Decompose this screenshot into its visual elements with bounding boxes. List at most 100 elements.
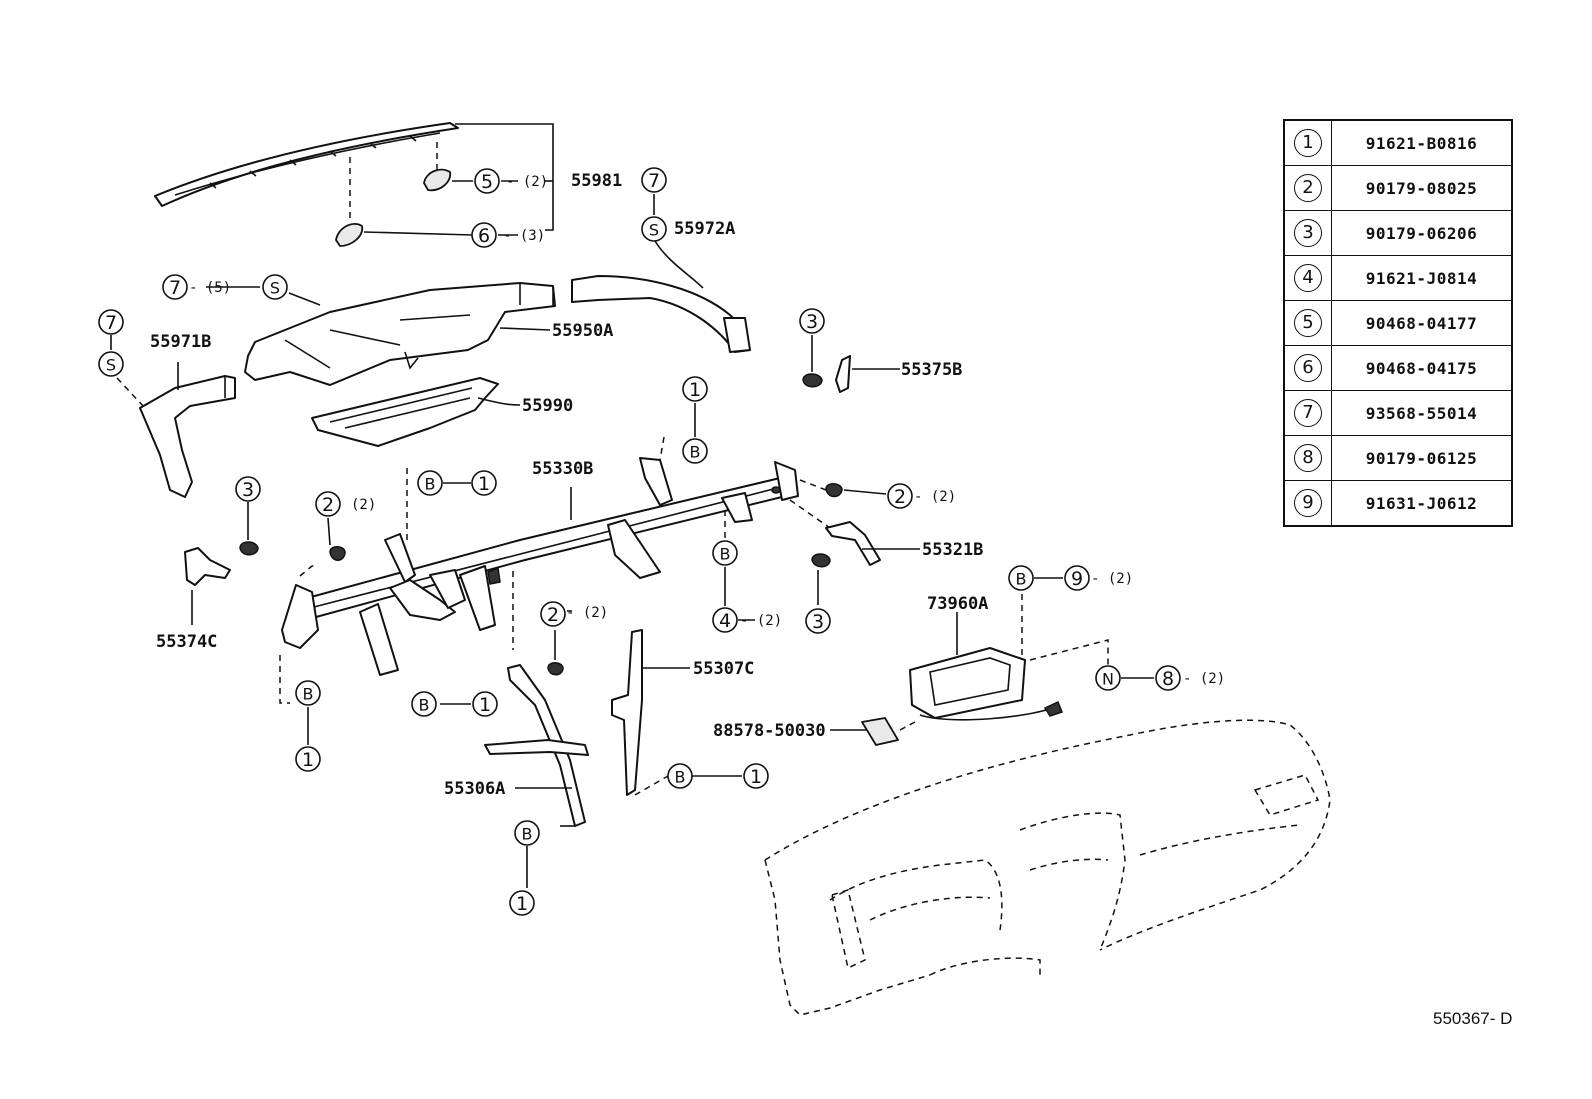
svg-text:B: B [675, 768, 686, 787]
svg-text:2: 2 [894, 486, 906, 508]
qty-2-lower: - (2) [566, 605, 608, 621]
row-part-code: 91631-J0612 [1331, 480, 1513, 527]
callout-B-brace: B [667, 763, 693, 789]
qty-4: - (2) [740, 613, 782, 629]
brace-55307C-drawing [611, 629, 643, 796]
caution-label-88578-drawing [861, 717, 899, 746]
svg-text:B: B [720, 545, 731, 564]
svg-text:6: 6 [478, 225, 490, 247]
label-55990: 55990 [522, 396, 573, 416]
table-row: 3 90179-06206 [1283, 210, 1513, 256]
side-duct-55972A-drawing [571, 275, 751, 353]
callout-9: 9 [1064, 565, 1090, 591]
instrument-panel-outline-drawing [764, 719, 1331, 1016]
row-number: 7 [1294, 399, 1322, 427]
svg-text:4: 4 [719, 610, 731, 632]
label-55321B: 55321B [922, 540, 983, 560]
clip-5-drawing [423, 168, 452, 192]
svg-text:1: 1 [516, 893, 528, 915]
svg-text:7: 7 [648, 170, 660, 192]
clip-6-drawing [335, 223, 364, 247]
svg-text:2: 2 [547, 604, 559, 626]
callout-S-top: S [641, 216, 667, 242]
row-number: 1 [1294, 129, 1322, 157]
svg-text:7: 7 [105, 312, 117, 334]
row-part-code: 90468-04177 [1331, 300, 1513, 346]
callout-B-lower-mid: B [411, 691, 437, 717]
callout-1-beam-left: 1 [471, 470, 497, 496]
svg-text:7: 7 [169, 277, 181, 299]
bolt-reference-table: 1 91621-B0816 2 90179-08025 3 90179-0620… [1283, 119, 1513, 527]
callout-4: 4 [712, 607, 738, 633]
label-55307C: 55307C [693, 659, 754, 679]
svg-text:B: B [425, 475, 436, 494]
row-part-code: 93568-55014 [1331, 390, 1513, 436]
svg-text:S: S [106, 356, 116, 375]
table-row: 4 91621-J0814 [1283, 255, 1513, 301]
label-55374C: 55374C [156, 632, 217, 652]
callout-B-bottom: B [514, 820, 540, 846]
svg-text:1: 1 [302, 749, 314, 771]
svg-text:3: 3 [242, 479, 254, 501]
bracket-55321B-drawing [825, 521, 881, 566]
callout-6: 6 [471, 222, 497, 248]
svg-text:S: S [270, 279, 280, 298]
callout-B-mid: B [712, 540, 738, 566]
svg-text:5: 5 [481, 171, 493, 193]
table-row: 7 93568-55014 [1283, 390, 1513, 436]
callout-1-brace: 1 [743, 763, 769, 789]
callout-B-lower-left: B [295, 680, 321, 706]
row-number: 5 [1294, 309, 1322, 337]
callout-2-lower: 2 [540, 601, 566, 627]
svg-text:N: N [1102, 670, 1114, 689]
row-part-code: 90468-04175 [1331, 345, 1513, 391]
label-88578-50030: 88578-50030 [713, 721, 826, 741]
callout-5: 5 [474, 168, 500, 194]
label-55981: 55981 [571, 171, 622, 191]
callout-B-center: B [682, 438, 708, 464]
svg-text:B: B [1016, 570, 1027, 589]
callout-3-lower: 3 [805, 608, 831, 634]
svg-text:1: 1 [479, 694, 491, 716]
table-row: 2 90179-08025 [1283, 165, 1513, 211]
svg-text:9: 9 [1071, 568, 1083, 590]
nut-2-lower-drawing [547, 662, 564, 676]
svg-text:1: 1 [478, 473, 490, 495]
row-number: 2 [1294, 174, 1322, 202]
callout-B-beam-left: B [417, 470, 443, 496]
airbag-module-73960A-drawing [909, 647, 1063, 721]
bracket-55374C-drawing [184, 541, 259, 586]
label-55330B: 55330B [532, 459, 593, 479]
qty-5: - (2) [506, 174, 548, 190]
reinforcement-beam-55330B-drawing [281, 457, 799, 676]
qty-7: - (5) [189, 280, 231, 296]
qty-6: - (3) [503, 228, 545, 244]
table-row: 9 91631-J0612 [1283, 480, 1513, 527]
label-55971B: 55971B [150, 332, 211, 352]
row-number: 3 [1294, 219, 1322, 247]
label-55950A: 55950A [552, 321, 613, 341]
row-number: 4 [1294, 264, 1322, 292]
callout-3-upper-right: 3 [799, 308, 825, 334]
defroster-garnish-drawing [154, 122, 459, 207]
callout-8: 8 [1155, 665, 1181, 691]
callout-3-left: 3 [235, 476, 261, 502]
label-55375B: 55375B [901, 360, 962, 380]
svg-text:1: 1 [750, 766, 762, 788]
row-part-code: 90179-06125 [1331, 435, 1513, 481]
callout-1-lower-left: 1 [295, 746, 321, 772]
nut-3-lower-drawing [811, 553, 831, 568]
svg-text:B: B [419, 696, 430, 715]
row-number: 8 [1294, 444, 1322, 472]
table-row: 8 90179-06125 [1283, 435, 1513, 481]
callout-7-side: 7 [98, 309, 124, 335]
brace-55306A-drawing [484, 664, 589, 827]
svg-text:3: 3 [806, 311, 818, 333]
row-part-code: 90179-08025 [1331, 165, 1513, 211]
nut-2-left-drawing [329, 546, 346, 561]
svg-text:B: B [303, 685, 314, 704]
side-duct-55971B-drawing [139, 375, 236, 498]
callout-7-left: 7 [162, 274, 188, 300]
callout-1-bottom: 1 [509, 890, 535, 916]
